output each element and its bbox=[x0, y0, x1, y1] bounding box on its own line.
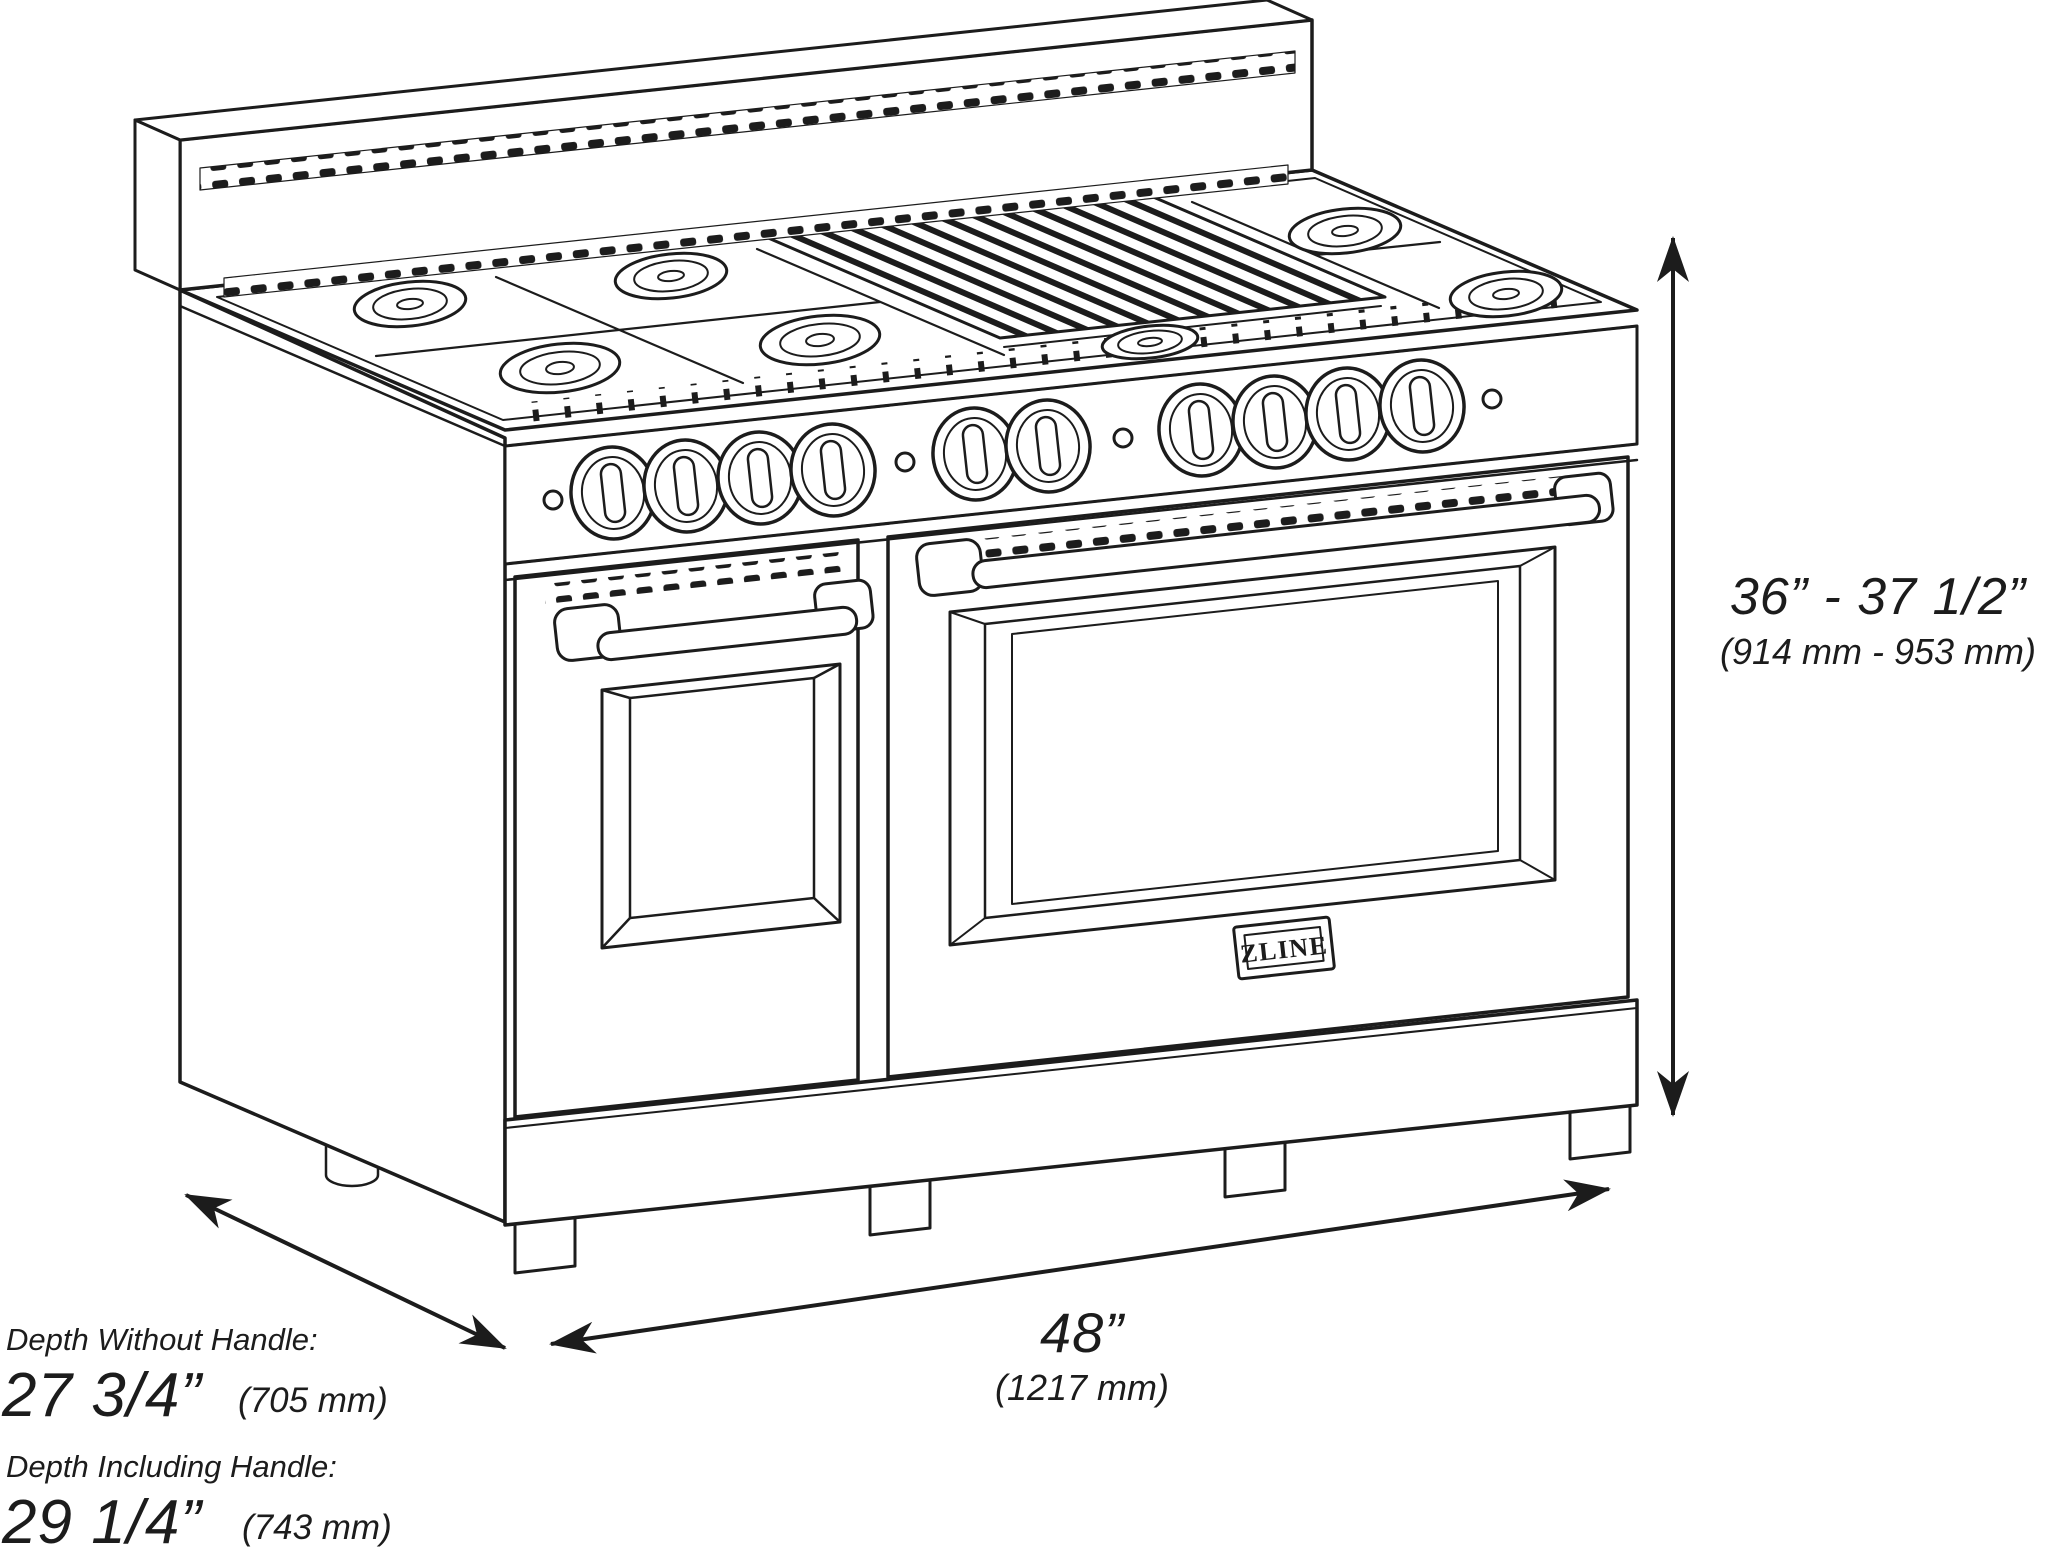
burner bbox=[1100, 323, 1200, 361]
left-door-vents bbox=[545, 551, 848, 604]
burner bbox=[352, 279, 468, 329]
burner bbox=[1448, 269, 1564, 319]
indicator-light bbox=[1112, 427, 1134, 449]
width-dimension-arrow bbox=[549, 1179, 1611, 1354]
dimension-labels: 36” - 37 1/2” (914 mm - 953 mm) 48” (121… bbox=[1, 568, 2036, 1552]
burners bbox=[352, 206, 1564, 395]
right-door-window bbox=[948, 545, 1557, 947]
gas-range-illustration: ZLINE bbox=[133, 0, 1639, 1275]
burner bbox=[498, 341, 622, 395]
dimension-annotations bbox=[184, 236, 1689, 1354]
depth-without-handle-label: Depth Without Handle: bbox=[6, 1322, 318, 1357]
depth-without-handle-value: 27 3/4” bbox=[1, 1361, 203, 1430]
control-knobs bbox=[569, 358, 1466, 541]
width-dimension-metric: (1217 mm) bbox=[995, 1367, 1169, 1408]
indicator-light bbox=[1481, 388, 1503, 410]
left-oven-door bbox=[513, 538, 875, 1119]
left-door-handle bbox=[553, 578, 875, 662]
burner bbox=[758, 313, 882, 367]
knob bbox=[1157, 382, 1245, 478]
burner bbox=[1287, 206, 1403, 256]
height-dimension-value: 36” - 37 1/2” bbox=[1730, 568, 2028, 626]
zline-badge: ZLINE bbox=[1232, 915, 1336, 981]
depth-including-handle-metric: (743 mm) bbox=[242, 1508, 392, 1547]
width-dimension-value: 48” bbox=[1040, 1301, 1125, 1364]
knob bbox=[931, 406, 1019, 502]
indicator-light bbox=[894, 451, 916, 473]
knob bbox=[1004, 398, 1092, 494]
depth-including-handle-label: Depth Including Handle: bbox=[6, 1449, 337, 1484]
foot bbox=[513, 1215, 577, 1275]
side-panel bbox=[178, 288, 507, 1224]
grate-fingers bbox=[510, 286, 1574, 424]
knob bbox=[1378, 358, 1466, 454]
indicator-light bbox=[542, 489, 564, 511]
burner bbox=[613, 251, 729, 301]
control-panel bbox=[503, 324, 1639, 582]
handle-bar bbox=[971, 493, 1601, 590]
depth-without-handle-metric: (705 mm) bbox=[238, 1381, 388, 1420]
handle-bar bbox=[596, 605, 859, 662]
right-oven-door: ZLINE bbox=[886, 455, 1630, 1079]
foot bbox=[868, 1177, 932, 1237]
knob bbox=[1231, 374, 1319, 470]
cooktop bbox=[178, 168, 1639, 448]
depth-including-handle-value: 29 1/4” bbox=[1, 1488, 203, 1552]
rail-vents bbox=[199, 50, 1296, 191]
center-griddle bbox=[764, 194, 1387, 348]
knob bbox=[642, 438, 730, 534]
knob bbox=[789, 422, 877, 518]
knob bbox=[1304, 366, 1392, 462]
right-door-vents bbox=[925, 473, 1590, 565]
left-door-panel bbox=[600, 662, 842, 950]
height-dimension-metric: (914 mm - 953 mm) bbox=[1720, 631, 2036, 672]
depth-dimension-arrow bbox=[184, 1193, 507, 1350]
kick-panel bbox=[503, 998, 1639, 1227]
back-rail bbox=[133, 0, 1314, 298]
grate-dividers bbox=[374, 200, 1442, 385]
ledge-vents bbox=[223, 164, 1289, 298]
right-door-handle bbox=[915, 471, 1615, 597]
indicator-lights bbox=[542, 388, 1503, 511]
